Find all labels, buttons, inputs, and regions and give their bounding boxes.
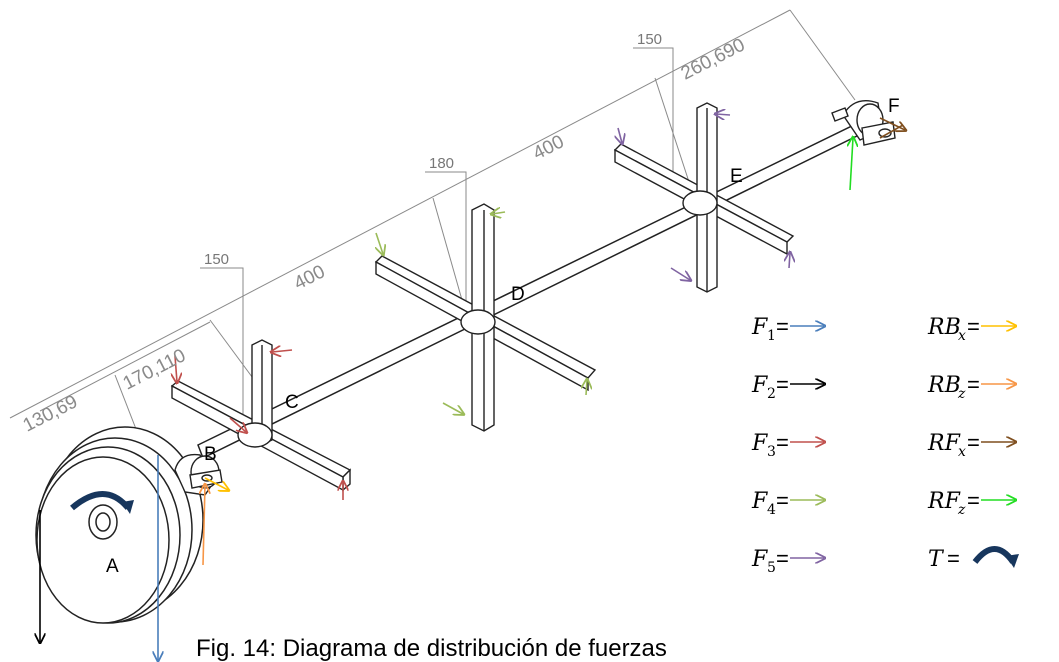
force-rbz-arrow xyxy=(203,485,205,566)
legend-subscript: 5 xyxy=(767,560,776,576)
dim-150a: 150 xyxy=(204,251,229,268)
point-labels: A B C D E F xyxy=(106,96,900,577)
torque-icon xyxy=(70,491,134,514)
bearing-f xyxy=(831,100,896,146)
legend-item-rbz: RBz= xyxy=(927,372,1015,402)
dim-260: 260,690 xyxy=(678,35,749,85)
legend-item-rfx: RFx= xyxy=(927,430,1015,460)
legend-equals: = xyxy=(947,546,960,571)
legend-subscript: 4 xyxy=(767,502,776,518)
legend-equals: = xyxy=(776,430,789,455)
label-a: A xyxy=(106,556,119,577)
legend-equals: = xyxy=(967,372,980,397)
legend-subscript: z xyxy=(957,502,966,518)
label-e: E xyxy=(730,166,743,187)
legend-equals: = xyxy=(967,314,980,339)
legend-subscript: 3 xyxy=(767,444,776,460)
legend-equals: = xyxy=(776,546,789,571)
dimension-lines xyxy=(9,9,856,466)
legend-equals: = xyxy=(776,372,789,397)
legend-subscript: x xyxy=(958,328,966,344)
legend-torque-icon xyxy=(972,546,1016,564)
legend-symbol: RF xyxy=(927,431,961,456)
legend-torque-head xyxy=(1006,554,1019,568)
dim-180: 180 xyxy=(429,155,454,172)
force-rbx-arrow xyxy=(204,477,228,490)
legend-subscript: z xyxy=(957,386,966,402)
legend-equals: = xyxy=(776,314,789,339)
legend-symbol: RF xyxy=(927,489,961,514)
legend-symbol: F xyxy=(751,547,768,572)
legend-symbol: F xyxy=(751,373,768,398)
label-b: B xyxy=(204,444,217,465)
legend-equals: = xyxy=(967,430,980,455)
legend-item-t: T= xyxy=(928,546,1019,572)
legend-item-rbx: RBx= xyxy=(927,314,1015,344)
label-d: D xyxy=(511,284,525,305)
dim-400b: 400 xyxy=(530,131,568,164)
dim-130: 130,69 xyxy=(20,391,81,436)
dim-400a: 400 xyxy=(291,261,329,294)
legend-subscript: 2 xyxy=(767,386,776,402)
legend-symbol: F xyxy=(751,431,768,456)
legend-symbol: RB xyxy=(927,373,961,398)
force-arrows xyxy=(40,114,905,660)
figure-caption: Fig. 14: Diagrama de distribución de fue… xyxy=(196,635,667,662)
hubs xyxy=(237,190,718,448)
legend-equals: = xyxy=(967,488,980,513)
force-rfz-arrow xyxy=(850,138,853,191)
legend-symbol: T xyxy=(928,547,945,572)
force-rfx-arrow xyxy=(879,117,905,130)
legend-symbol: RB xyxy=(927,315,961,340)
legend-equals: = xyxy=(776,488,789,513)
legend-subscript: 1 xyxy=(767,328,776,344)
label-c: C xyxy=(285,392,299,413)
legend-symbol: F xyxy=(751,315,768,340)
dim-150b: 150 xyxy=(637,31,662,48)
legend-item-rfz: RFz= xyxy=(927,488,1015,518)
legend-symbol: F xyxy=(751,489,768,514)
pulley-a xyxy=(35,426,204,624)
legend-subscript: x xyxy=(958,444,966,460)
label-f: F xyxy=(888,96,900,117)
